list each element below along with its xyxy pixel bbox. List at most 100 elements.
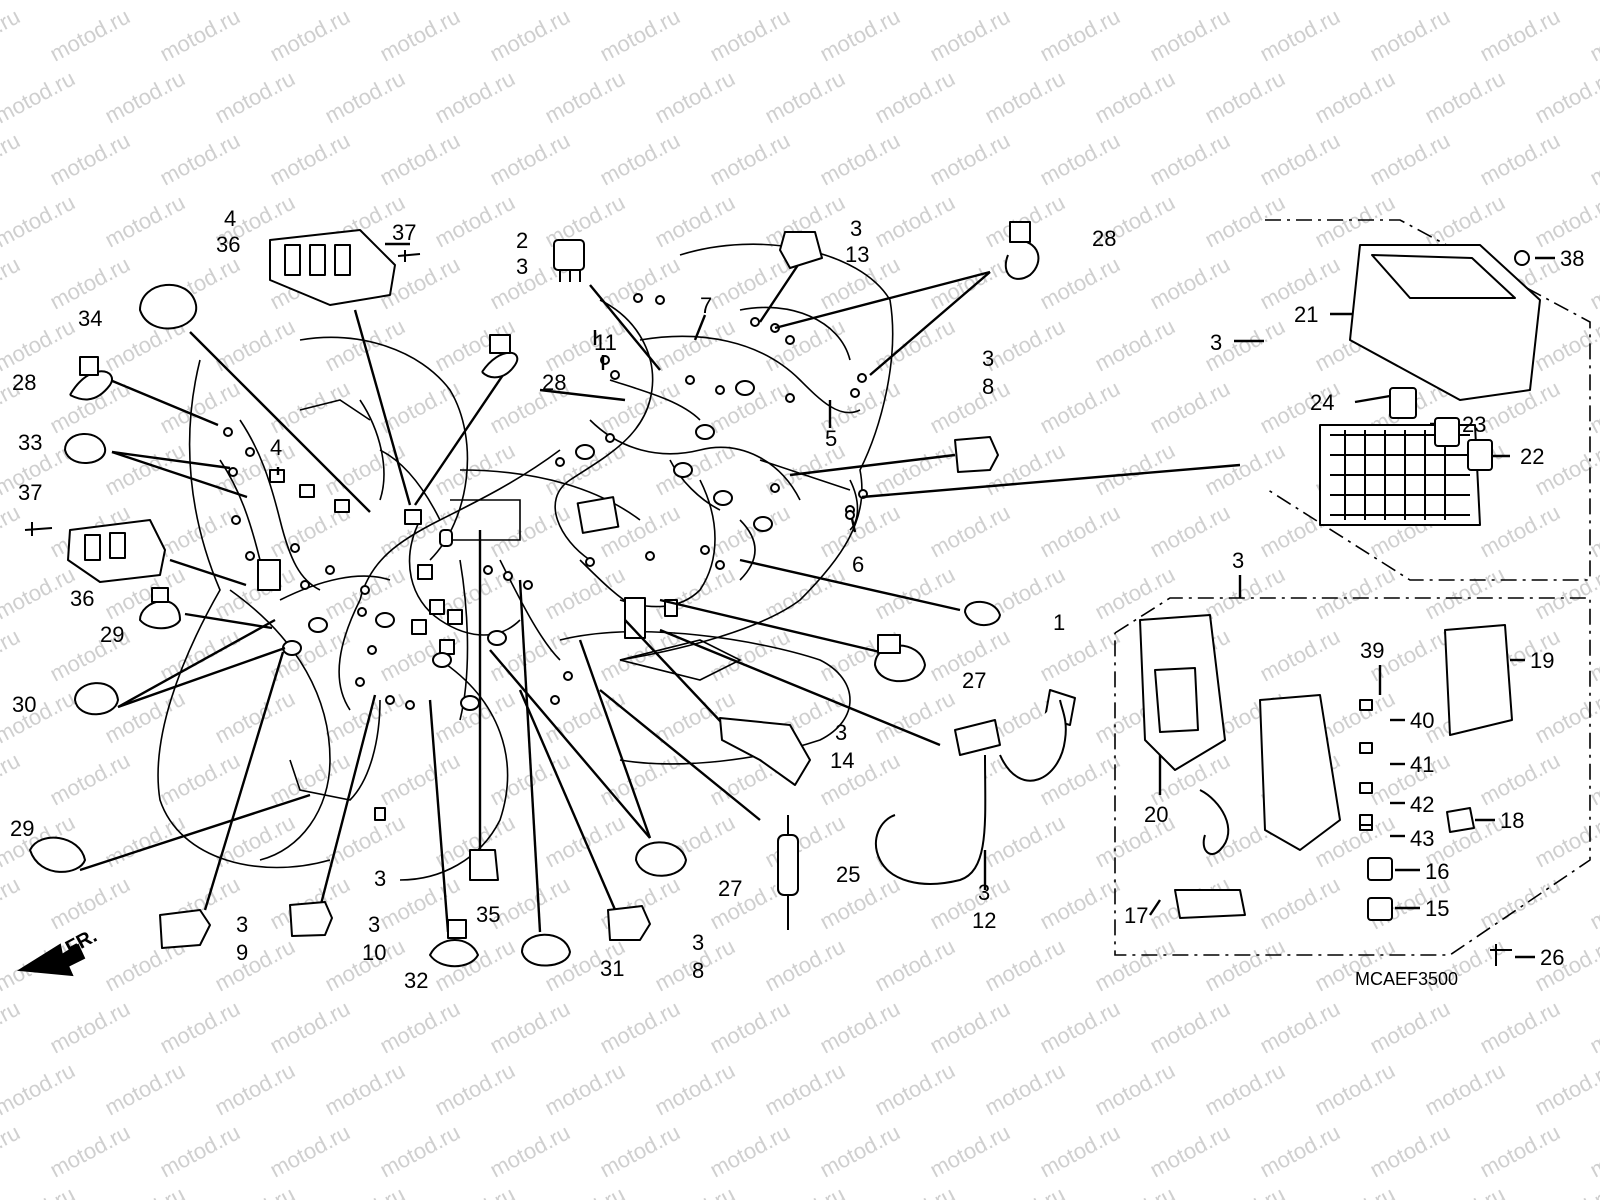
watermark-text: motod.ru [1201,562,1289,625]
watermark-text: motod.ru [596,376,684,439]
watermark-text: motod.ru [211,934,299,997]
watermark-text: motod.ru [1311,190,1399,253]
watermark-text: motod.ru [1201,934,1289,997]
watermark-text: motod.ru [1036,996,1124,1059]
callout-18: 18 [1500,808,1524,833]
watermark-text: motod.ru [1586,748,1600,811]
watermark-text: motod.ru [1091,314,1179,377]
watermark-text: motod.ru [761,66,849,129]
watermark-text: motod.ru [541,1058,629,1121]
callout-36-top: 36 [216,232,240,257]
watermark-text: motod.ru [0,1058,79,1121]
watermark-text: motod.ru [541,0,629,4]
watermark-text: motod.ru [981,66,1069,129]
watermark-text: motod.ru [1036,500,1124,563]
watermark-text: motod.ru [0,4,24,67]
callout-25: 25 [836,862,860,887]
watermark-text: motod.ru [266,996,354,1059]
callout-20: 20 [1144,802,1168,827]
callout-43: 43 [1410,826,1434,851]
callout-35: 35 [476,902,500,927]
watermark-text: motod.ru [1146,252,1234,315]
watermark-text: motod.ru [541,66,629,129]
callout-2: 2 [516,228,528,253]
watermark-text: motod.ru [321,1058,409,1121]
callout-42: 42 [1410,792,1434,817]
detached-parts [24,221,1076,968]
sub-fuse-assembly [1114,597,1591,966]
watermark-text: motod.ru [321,0,409,4]
callout-31: 31 [600,956,624,981]
watermark-text: motod.ru [211,686,299,749]
callout-37-left: 37 [18,480,42,505]
watermark-text: motod.ru [0,252,24,315]
watermark-text: motod.ru [1036,4,1124,67]
watermark-text: motod.ru [1531,1182,1600,1200]
callout-3-12: 3 [978,880,990,905]
watermark-text: motod.ru [431,438,519,501]
callout-30: 30 [12,692,36,717]
callout-10: 10 [362,940,386,965]
callout-17: 17 [1124,903,1148,928]
watermark-text: motod.ru [376,1120,464,1183]
watermark-text: motod.ru [266,4,354,67]
callout-3-9: 3 [236,912,248,937]
watermark-text: motod.ru [1531,1058,1600,1121]
watermark-text: motod.ru [981,1182,1069,1200]
watermark-text: motod.ru [596,128,684,191]
watermark-text: motod.ru [761,1058,849,1121]
callout-3-box-lower: 3 [1232,548,1244,573]
callout-11: 11 [594,330,617,355]
watermark-text: motod.ru [596,996,684,1059]
watermark-text: motod.ru [596,748,684,811]
watermark-text: motod.ru [0,500,24,563]
watermark-text: motod.ru [1036,252,1124,315]
watermark-text: motod.ru [211,562,299,625]
watermark-text: motod.ru [156,4,244,67]
callout-6: 6 [852,552,864,577]
watermark-text: motod.ru [101,1182,189,1200]
watermark-text: motod.ru [1201,190,1289,253]
callout-8-top: 8 [982,374,994,399]
watermark-text: motod.ru [981,810,1069,873]
watermark-text: motod.ru [1256,128,1344,191]
watermark-text: motod.ru [156,748,244,811]
callout-3-box-upper: 3 [1210,330,1222,355]
watermark-text: motod.ru [1256,4,1344,67]
callout-4-top: 4 [224,206,236,231]
watermark-text: motod.ru [0,1182,79,1200]
callout-1: 1 [1053,610,1065,635]
watermark-text: motod.ru [816,996,904,1059]
watermark-text: motod.ru [1531,0,1600,4]
watermark-text: motod.ru [706,996,794,1059]
watermark-text: motod.ru [706,128,794,191]
callout-39: 39 [1360,638,1384,663]
watermark-text: motod.ru [706,4,794,67]
diagram-code: MCAEF3500 [1355,969,1458,989]
fuse-holder-left [67,519,166,583]
watermark-text: motod.ru [1201,438,1289,501]
watermark-text: motod.ru [486,500,574,563]
watermark-text: motod.ru [1586,1120,1600,1183]
callout-27-bottom: 27 [718,876,742,901]
watermark-text: motod.ru [1201,1058,1289,1121]
callout-24: 24 [1310,390,1334,415]
watermark-text: motod.ru [486,4,574,67]
watermark-text: motod.ru [926,376,1014,439]
watermark-text: motod.ru [0,128,24,191]
watermark-text: motod.ru [486,1120,574,1183]
watermark-text: motod.ru [376,4,464,67]
watermark-text: motod.ru [1366,4,1454,67]
watermark-text: motod.ru [1146,376,1234,439]
watermark-text: motod.ru [1531,66,1600,129]
callout-7: 7 [700,293,712,318]
harness-clips [223,293,868,710]
callout-14: 14 [830,748,854,773]
watermark-text: motod.ru [871,190,959,253]
callout-28-left: 28 [12,370,36,395]
watermark-text: motod.ru [871,1182,959,1200]
callout-3-13: 3 [850,216,862,241]
watermark-text: motod.ru [1036,376,1124,439]
watermark-text: motod.ru [46,748,134,811]
watermark-text: motod.ru [1146,996,1234,1059]
